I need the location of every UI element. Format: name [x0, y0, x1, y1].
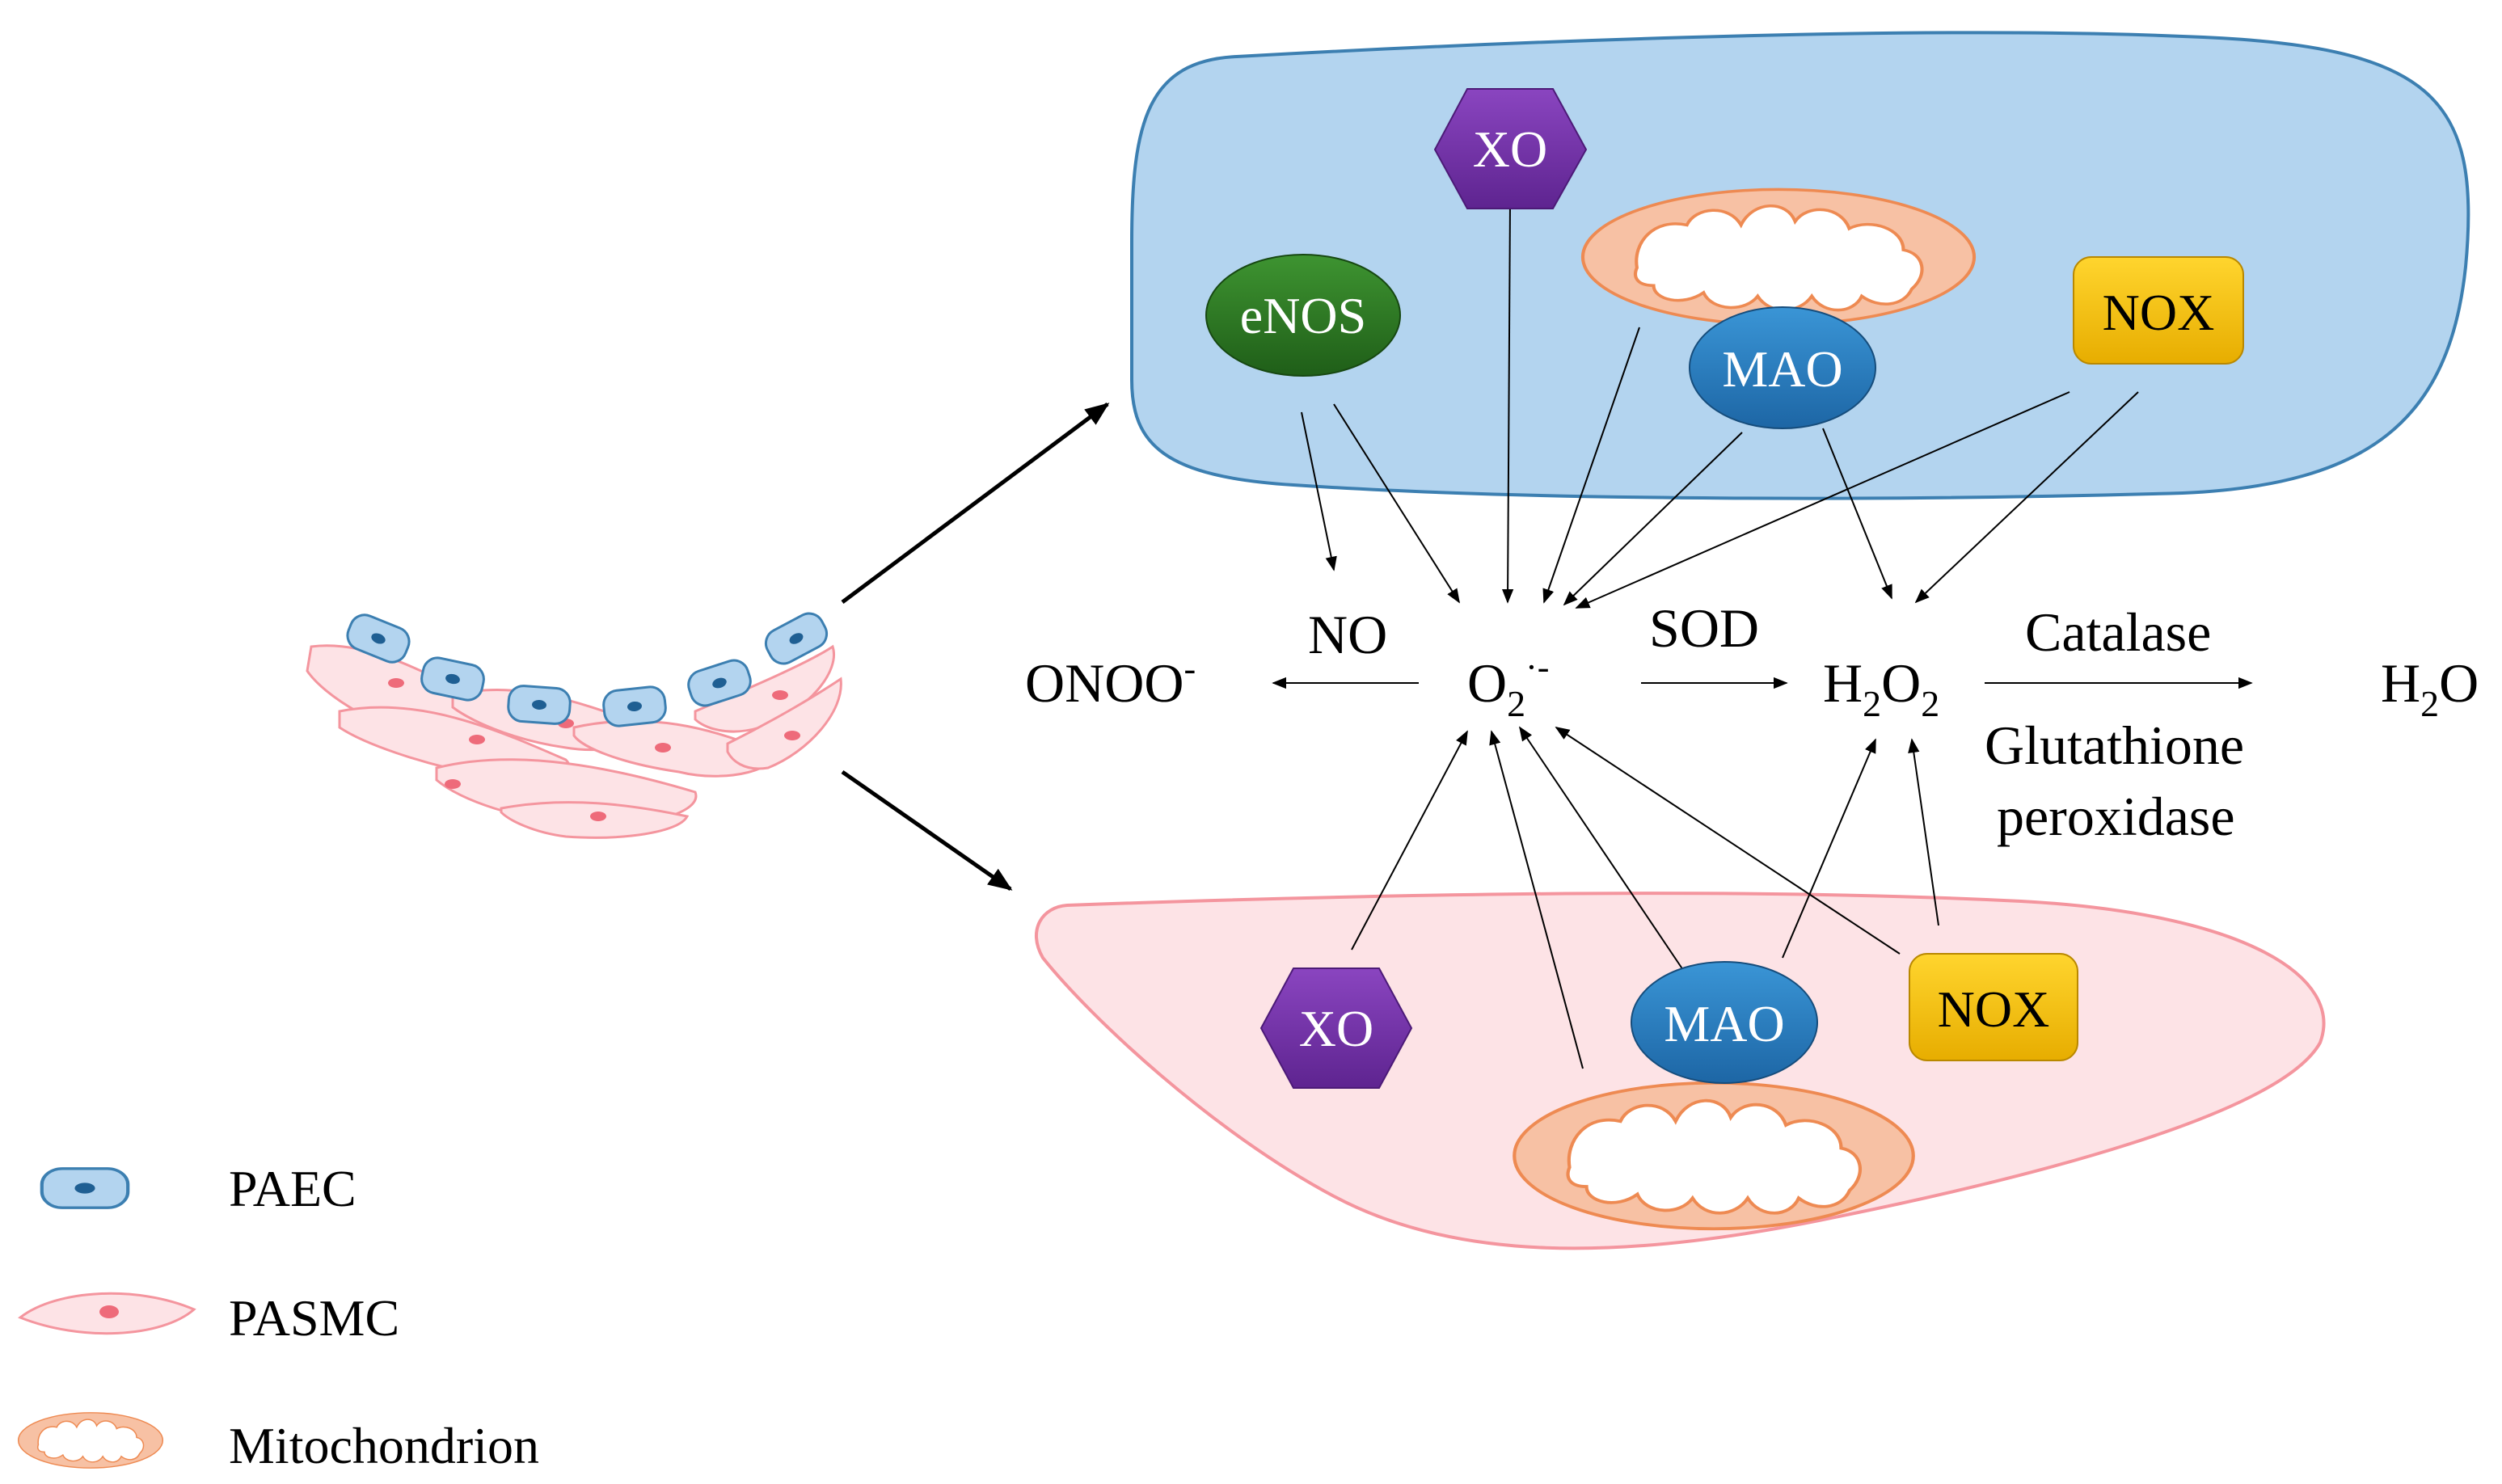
arrow-mao-to-o2	[1518, 726, 1684, 971]
enzyme-catalase-label: Catalase	[2025, 601, 2211, 663]
arrow-mao-to-o2	[1563, 432, 1743, 606]
arrow-xo-to-o2	[1501, 201, 1514, 604]
pasmc-layer	[306, 644, 842, 839]
arrow-xo-to-o2	[1351, 730, 1468, 951]
species-h2o2: H2O2	[1823, 652, 1939, 724]
nox-label: NOX	[1938, 980, 2050, 1038]
pasmc-nucleus	[590, 812, 606, 821]
legend-mitochondrion-label: Mitochondrion	[229, 1417, 539, 1474]
pasmc-nucleus	[469, 735, 485, 744]
pasmc-enzymes: XO MAO NOX	[1259, 953, 2078, 1229]
paec-cell	[601, 684, 669, 729]
pasmc-cell	[694, 644, 835, 733]
arrow-to-paec	[841, 402, 1110, 605]
species-no: NO	[1308, 604, 1387, 665]
pasmc-nucleus	[388, 678, 404, 688]
pasmc-nucleus	[655, 743, 671, 753]
species-onoo: ONOO-	[1025, 649, 1196, 714]
arrow-enos-to-no	[1301, 411, 1337, 571]
paec-enzymes: XO eNOS MAO NOX	[1205, 88, 2244, 429]
pasmc-nucleus	[445, 779, 461, 789]
arrow-nox-to-o2	[1555, 727, 1901, 955]
legend-item-pasmc: PASMC	[18, 1289, 399, 1347]
arrow-nox-to-h2o2	[1914, 391, 2139, 604]
species-water: H2O	[2381, 652, 2479, 724]
mao-node-pasmc: MAO	[1631, 961, 1818, 1084]
legend-pasmc-nucleus	[99, 1305, 119, 1318]
arrow-mito-to-o2	[1542, 327, 1640, 604]
enzyme-peroxidase-label: peroxidase	[1997, 786, 2235, 847]
enos-label: eNOS	[1240, 287, 1366, 344]
xo-label: XO	[1299, 1000, 1373, 1057]
nox-node-paec: NOX	[2073, 256, 2244, 365]
mao-label: MAO	[1722, 340, 1842, 398]
reaction-line: ONOO- NO O2·- SOD H2O2 Catalase Glutathi…	[1025, 597, 2479, 847]
arrow-mao-to-h2o2	[1822, 428, 1892, 600]
arrow-mao-to-h2o2	[1782, 738, 1876, 959]
mao-label: MAO	[1664, 995, 1784, 1052]
xo-node-pasmc: XO	[1259, 968, 1413, 1089]
species-superoxide: O2·-	[1467, 647, 1549, 724]
legend-pasmc-label: PASMC	[229, 1289, 399, 1347]
xo-node-paec: XO	[1433, 88, 1588, 209]
enos-node: eNOS	[1205, 254, 1401, 377]
paec-arrows	[1301, 201, 2139, 609]
enzyme-sod-label: SOD	[1649, 597, 1759, 659]
legend-item-mitochondrion: Mitochondrion	[17, 1412, 539, 1474]
arrow-to-pasmc	[841, 769, 1013, 892]
legend-item-paec: PAEC	[42, 1160, 357, 1217]
nox-node-pasmc: NOX	[1909, 953, 2078, 1061]
arrow-mito-to-o2	[1489, 730, 1584, 1069]
pasmc-nucleus	[784, 731, 800, 740]
pasmc-cell	[726, 677, 842, 770]
mitochondrion-paec	[1583, 189, 1974, 324]
vessel-wall-illustration	[306, 607, 842, 839]
pasmc-arrows	[1351, 726, 1939, 1069]
pasmc-nucleus	[772, 690, 788, 700]
arrow-nox-to-h2o2	[1908, 738, 1939, 926]
arrow-enos-to-o2	[1333, 403, 1460, 604]
xo-label: XO	[1473, 120, 1547, 178]
nox-label: NOX	[2103, 284, 2215, 341]
legend-paec-label: PAEC	[229, 1160, 357, 1217]
legend-mitochondrion-icon	[17, 1412, 164, 1469]
legend-paec-icon	[42, 1169, 128, 1208]
mao-node-paec: MAO	[1689, 306, 1876, 429]
paec-cell	[506, 683, 572, 727]
mitochondrion-pasmc	[1514, 1083, 1913, 1229]
arrow-nox-to-o2	[1575, 391, 2070, 609]
legend: PAEC PASMC Mitochondrion	[17, 1160, 539, 1474]
enzyme-glutathione-label: Glutathione	[1985, 715, 2244, 776]
